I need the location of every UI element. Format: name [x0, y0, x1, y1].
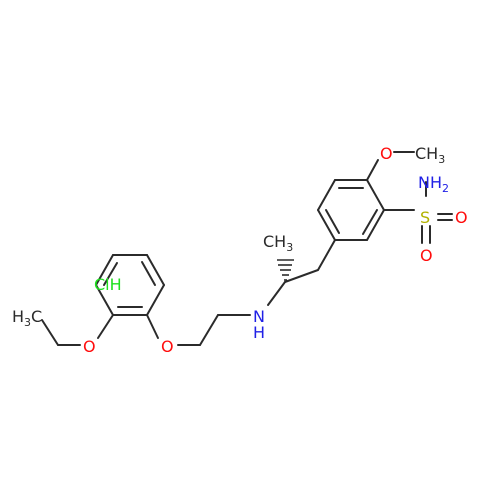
methoxy-subscript: 3 [438, 153, 445, 166]
methyl-group: CH3 [263, 232, 293, 254]
bond [366, 159, 379, 181]
bond [146, 314, 159, 339]
methoxy-oxygen: O [380, 144, 393, 163]
bond [317, 239, 336, 271]
methoxy-methyl: CH3 [415, 144, 445, 166]
ethoxy-h: H [12, 307, 24, 326]
methyl-subscript: 3 [286, 241, 293, 254]
ethoxy-c: C [31, 307, 42, 326]
bond [141, 261, 156, 286]
ether-oxygen: O [161, 337, 174, 356]
sulfonyl-oxygen-right: O [455, 208, 468, 227]
bond [366, 209, 385, 241]
bond [366, 179, 385, 211]
bonds [41, 151, 453, 346]
methyl-ch: CH [263, 232, 286, 251]
bond [97, 314, 114, 339]
ethoxy-oxygen: O [83, 337, 96, 356]
bond [317, 209, 336, 241]
bond [267, 281, 286, 306]
bond [95, 254, 114, 286]
bond [146, 254, 165, 286]
bond [146, 284, 165, 316]
amine-hydrogen: H [253, 323, 265, 342]
atom-labels: O CH3 NH2 S O O CH3 N H O O H3C ClH [12, 144, 468, 356]
bond [325, 209, 340, 234]
bond [199, 314, 219, 346]
bond [95, 284, 114, 316]
ethoxy-subscript: 3 [24, 316, 31, 329]
bond [284, 269, 319, 283]
bond [103, 262, 118, 286]
nh-subscript: 2 [442, 182, 449, 195]
stereo-hash-bond [277, 259, 294, 281]
chloride-label: ClH [94, 275, 122, 294]
methoxy-ch: CH [415, 144, 438, 163]
bond [317, 179, 336, 211]
sulfonyl-oxygen-bottom: O [420, 246, 433, 265]
bond [41, 319, 59, 346]
nh-label: NH [418, 173, 442, 192]
bond [362, 209, 378, 235]
amine-nitrogen: N [253, 307, 265, 326]
ethoxy-methyl: H3C [12, 307, 42, 329]
amide-nitrogen: NH2 [418, 173, 449, 195]
sulfur-atom: S [420, 208, 430, 227]
